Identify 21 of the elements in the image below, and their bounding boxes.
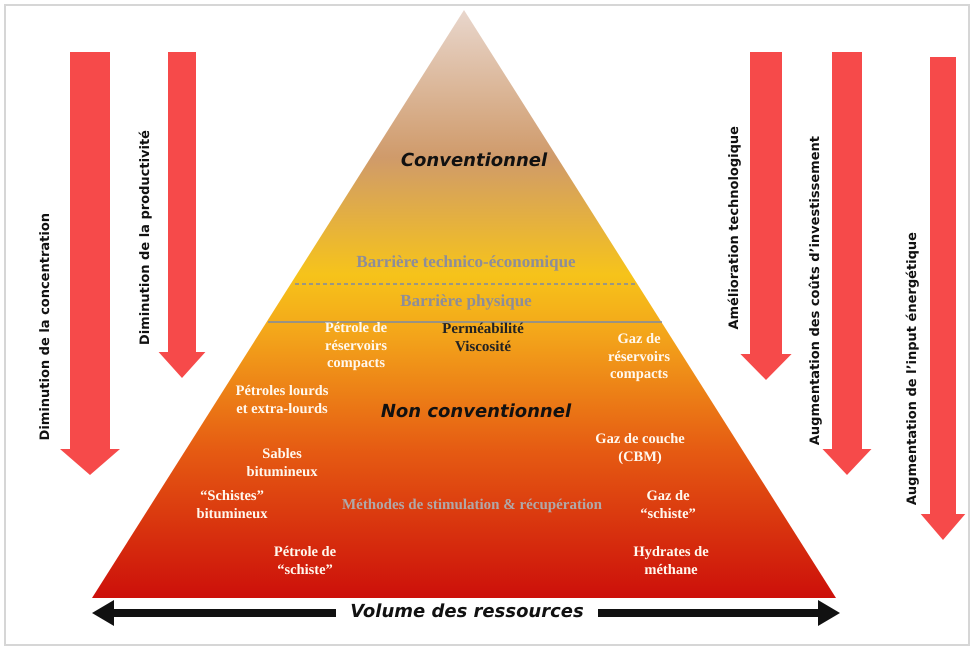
resource-label: Pétrole de “schiste” [272, 544, 338, 580]
property-label: Perméabilité Viscosité [441, 320, 525, 357]
zone-title: Conventionnel [400, 150, 548, 172]
axis-label: Diminution de la productivité [138, 130, 153, 346]
resource-label: Gaz de couche (CBM) [594, 431, 686, 466]
pyramid-shape [92, 10, 836, 598]
axis-label: Augmentation des coûts d’investissement [808, 136, 823, 446]
resource-label: Pétrole de réservoirs compacts [324, 320, 388, 374]
axis-label: Augmentation de l’input énergétique [905, 232, 920, 506]
resource-label: Pétroles lourds et extra-lourds [234, 383, 330, 418]
resource-label: Hydrates de méthane [632, 544, 710, 580]
method-label: Méthodes de stimulation & récupération [341, 496, 603, 514]
axis-label: Diminution de la concentration [38, 213, 53, 440]
axis-label: Amélioration technologique [727, 126, 742, 330]
barrier-label: Barrière physique [399, 291, 533, 312]
barrier-label: Barrière technico-économique [355, 252, 577, 273]
resource-label: Gaz de “schiste” [639, 488, 697, 524]
resource-label: Gaz de réservoirs compacts [607, 331, 671, 384]
resource-label: Sables bitumineux [246, 446, 318, 482]
zone-title: Non conventionnel [380, 401, 572, 423]
resource-label: “Schistes” bitumineux [196, 488, 268, 524]
